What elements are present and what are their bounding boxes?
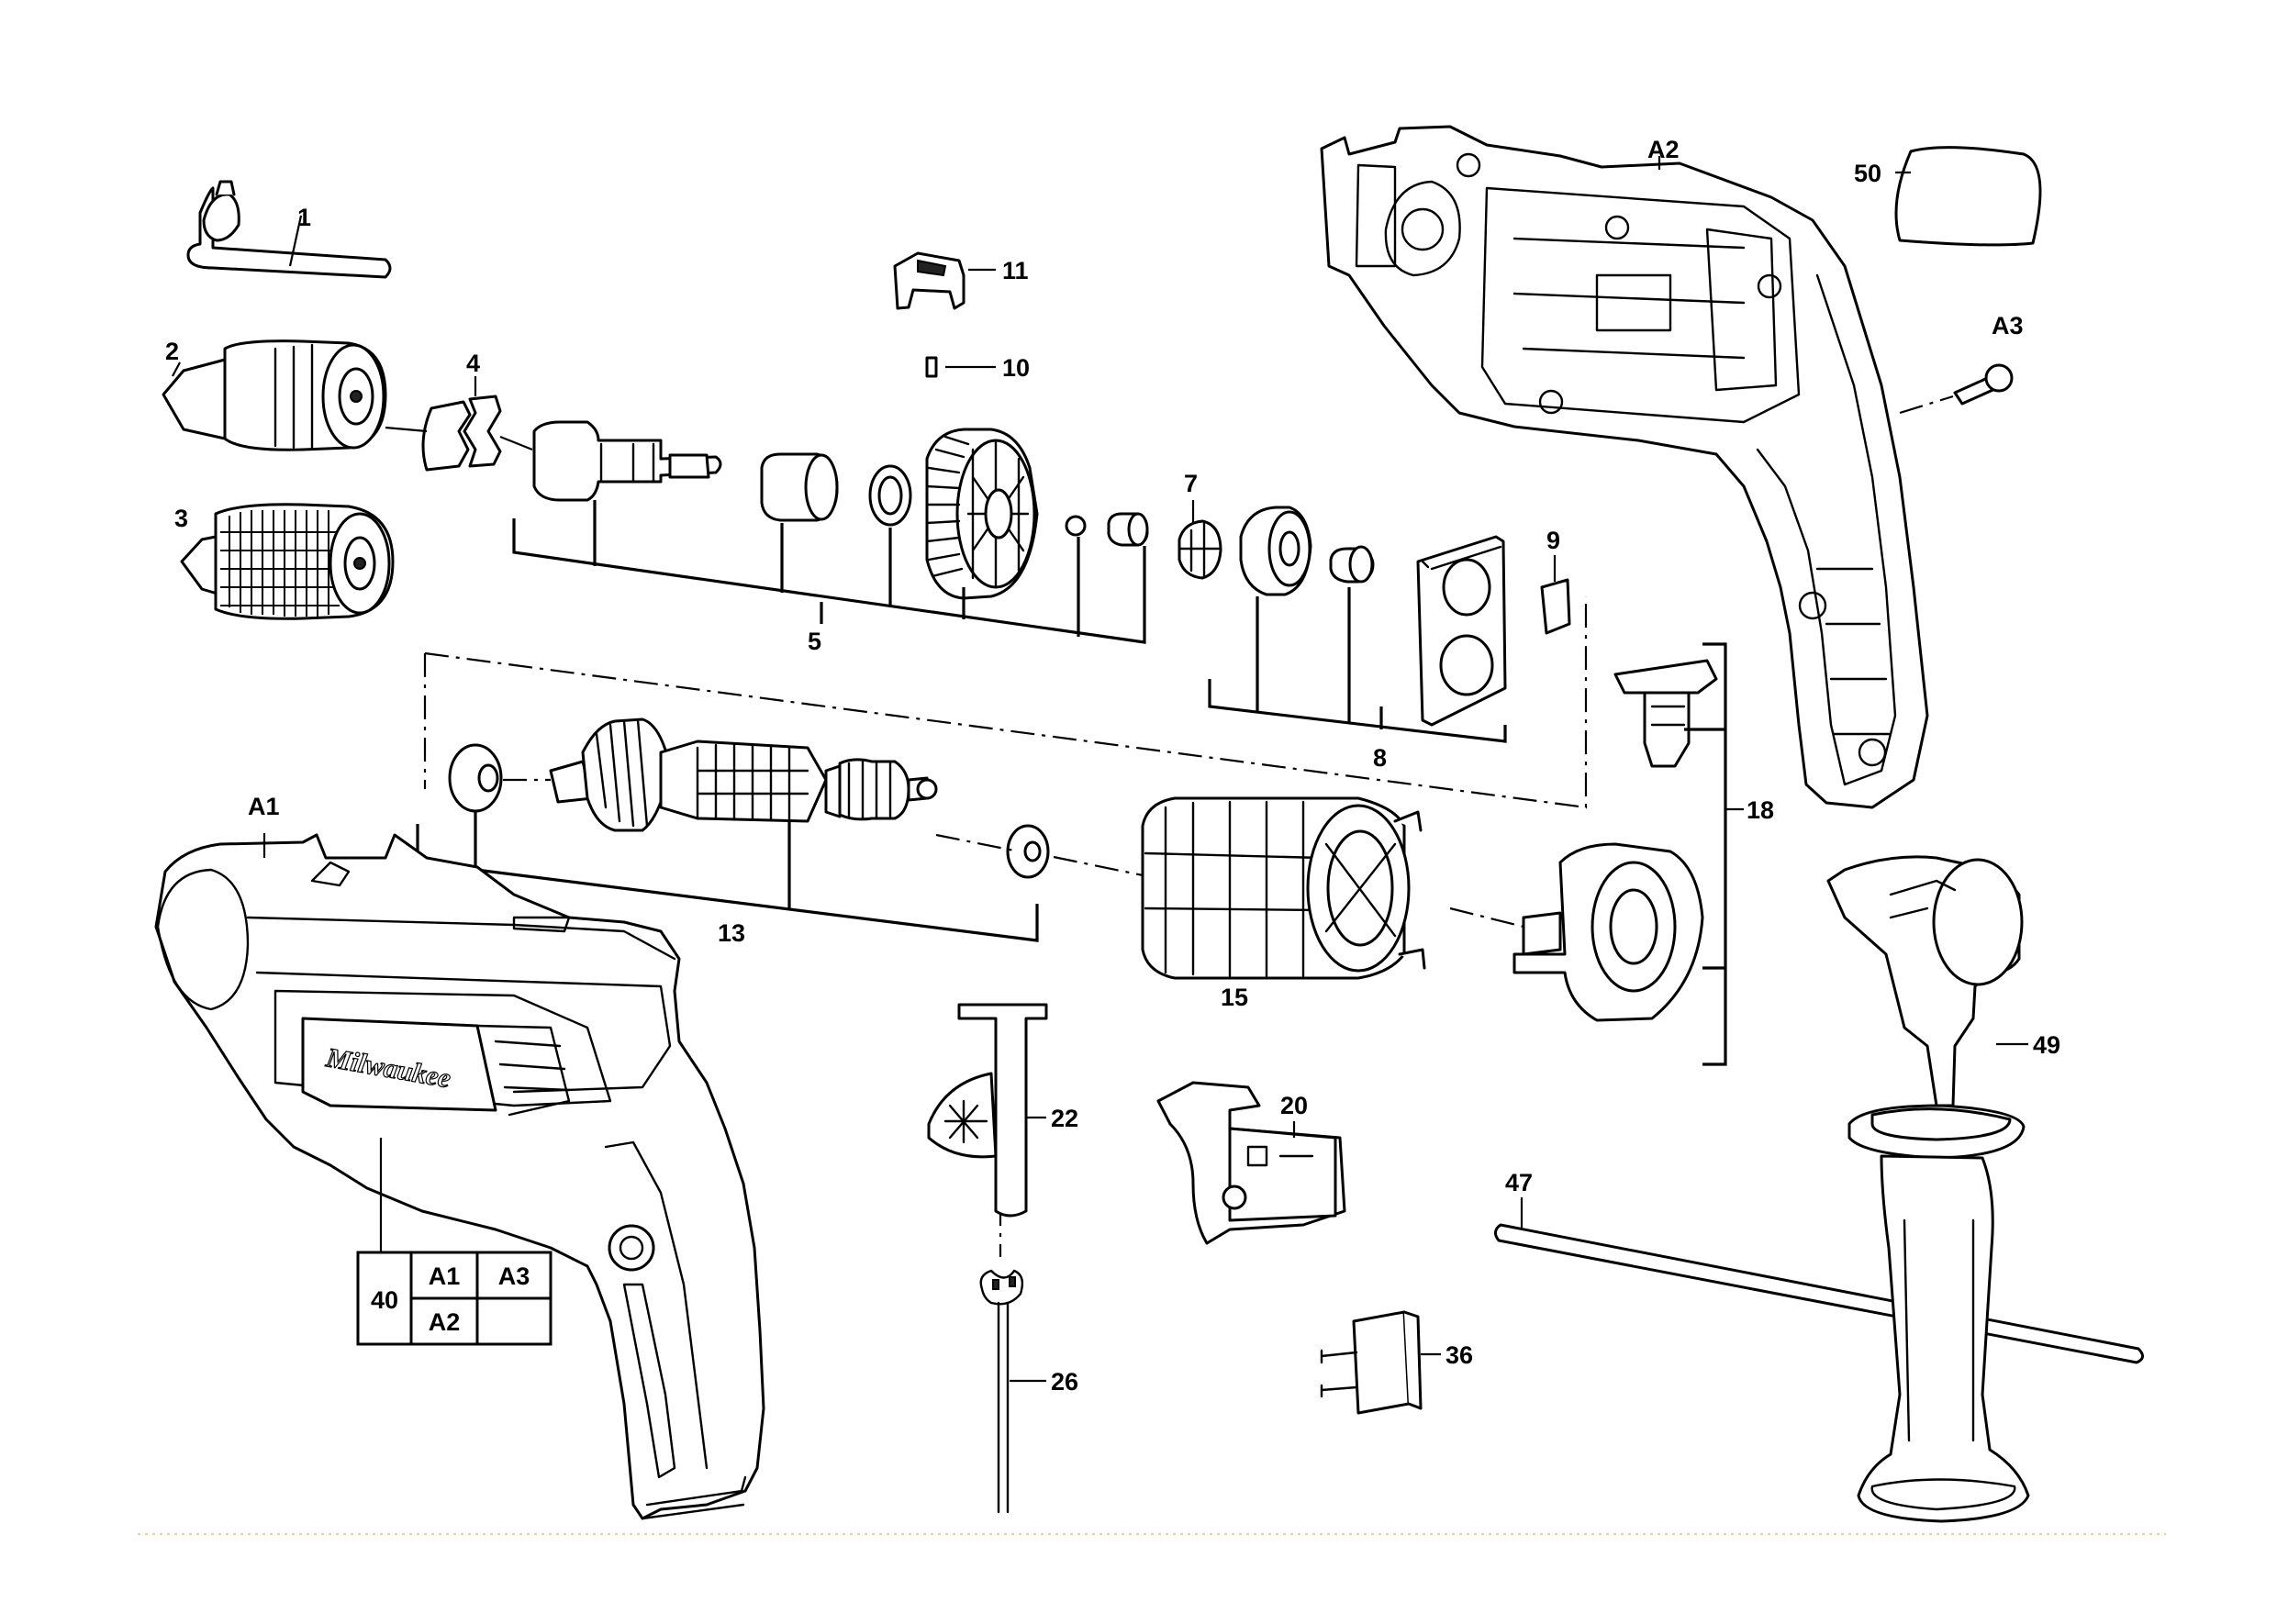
callout-a3: A3 [1992,312,2024,339]
callout-49: 49 [2033,1031,2060,1059]
assembly-line-dashed [423,596,1588,1257]
callout-11: 11 [1002,257,1029,284]
part-clutch-ring[interactable] [1178,500,1222,580]
callout-36: 36 [1445,1341,1473,1369]
bracket-group-5 [512,500,1146,644]
callout-8: 8 [1373,744,1387,772]
part-armature-bearing-rear[interactable] [1006,824,1050,879]
part-keyed-chuck[interactable] [162,339,387,451]
callout-2: 2 [165,338,179,365]
part-switch-button[interactable] [893,251,996,310]
part-housing-left[interactable]: Milwaukee [154,833,765,1520]
callout-18: 18 [1747,796,1774,824]
kit-table: 40 A1 A3 A2 [356,1251,553,1346]
part-clutch-cam[interactable] [1239,506,1312,596]
callout-47: 47 [1505,1169,1533,1196]
bracket-group-13 [416,812,1039,942]
kit-table-cell-a3: A3 [498,1262,530,1290]
callout-26: 26 [1051,1368,1078,1396]
callout-3: 3 [174,505,188,532]
callout-4: 4 [466,350,480,377]
part-depth-rod[interactable] [1494,1197,2144,1364]
part-ball[interactable] [1065,515,1087,537]
part-brush-holder-top[interactable] [1613,659,1718,768]
callout-22: 22 [1051,1105,1078,1132]
part-capacitor[interactable] [1320,1310,1441,1415]
kit-table-label: 40 [371,1286,398,1314]
callout-5: 5 [808,628,821,655]
part-depth-stop-holder[interactable] [927,1003,1048,1218]
part-armature-washer-front[interactable] [448,743,503,813]
part-bushing[interactable] [1329,545,1375,584]
kit-table-cell-a1: A1 [429,1262,461,1290]
callout-labels: 1 2 3 4 5 7 8 9 10 11 13 15 18 20 22 26 … [165,136,2060,1396]
part-spindle-gear[interactable] [925,428,1039,600]
callout-20: 20 [1280,1092,1308,1119]
part-trigger-switch[interactable] [1156,1081,1346,1245]
part-housing-screw[interactable] [1899,363,2014,415]
callout-1: 1 [297,204,311,231]
part-spring-wire[interactable] [979,1269,1046,1514]
part-keyless-chuck[interactable] [180,503,395,620]
part-screw-small[interactable] [925,356,996,378]
part-armature[interactable] [549,717,938,832]
part-stator[interactable] [1141,796,1426,980]
callout-a2: A2 [1647,136,1680,163]
callout-50: 50 [1854,160,1881,187]
bracket-group-8 [1208,587,1507,743]
part-needle-bearing[interactable] [1107,512,1149,547]
part-shift-plate[interactable] [1416,535,1507,727]
bracket-group-18 [1684,642,1744,1066]
part-bearing-sleeve[interactable] [760,452,839,522]
part-clip[interactable] [385,376,502,472]
part-spindle[interactable] [499,420,722,502]
part-housing-right[interactable] [1320,125,1929,809]
part-side-handle[interactable] [1826,855,2030,1523]
callout-a1: A1 [248,793,280,820]
part-washer[interactable] [868,464,912,527]
callout-15: 15 [1221,984,1248,1011]
callout-10: 10 [1002,354,1030,382]
part-nameplate[interactable] [1894,146,2042,247]
kit-table-cell-a2: A2 [429,1308,461,1336]
part-pin-plate[interactable] [1540,555,1571,635]
callout-9: 9 [1546,527,1560,554]
part-brush-holder-bottom[interactable] [1512,842,1704,1022]
part-chuck-key[interactable] [186,180,392,279]
callout-13: 13 [718,919,745,947]
callout-7: 7 [1184,470,1198,497]
